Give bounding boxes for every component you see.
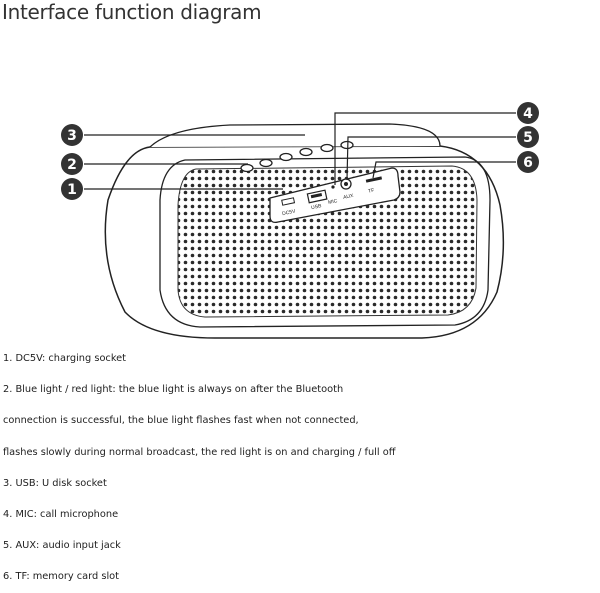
- description-line: 4. MIC: call microphone: [3, 508, 119, 520]
- top-buttons: [240, 140, 354, 173]
- description-line: 3. USB: U disk socket: [3, 477, 107, 489]
- callout-marker-1: 1: [61, 178, 83, 200]
- top-button: [320, 143, 334, 153]
- callout-marker-3: 3: [61, 124, 83, 146]
- svg-text:5: 5: [523, 130, 533, 146]
- description-line: 5. AUX: audio input jack: [3, 540, 121, 552]
- top-button: [259, 158, 273, 168]
- mic-hole: [331, 185, 335, 189]
- page-title: Interface function diagram: [2, 0, 262, 24]
- tf-slot: [365, 176, 383, 183]
- callout-marker-5: 5: [517, 126, 539, 148]
- top-button: [279, 152, 293, 162]
- svg-text:2: 2: [67, 157, 77, 173]
- top-button: [340, 140, 354, 150]
- callout-marker-2: 2: [61, 153, 83, 175]
- dc-port: [281, 197, 296, 206]
- speaker-grille: [177, 165, 478, 318]
- svg-text:4: 4: [523, 106, 533, 122]
- speaker-diagram: DC5V USB MIC AUX TF 3 2: [61, 102, 539, 339]
- svg-text:1: 1: [67, 182, 77, 198]
- speaker-body: [104, 123, 505, 339]
- callout-marker-6: 6: [517, 151, 539, 173]
- callout-marker-4: 4: [517, 102, 539, 124]
- callout-markers: 3 2 1 4 5 6: [61, 102, 539, 200]
- svg-text:6: 6: [523, 155, 533, 171]
- usb-port-label: USB: [311, 203, 323, 211]
- description-line: 1. DC5V: charging socket: [3, 353, 127, 364]
- dc-port-label: DC5V: [282, 208, 297, 217]
- description-line: 2. Blue light / red light: the blue ligh…: [3, 384, 344, 396]
- leader-lines: [84, 112, 516, 190]
- description-line: 6. TF: memory card slot: [3, 571, 120, 583]
- top-button: [299, 147, 313, 157]
- aux-label: AUX: [343, 193, 355, 201]
- mic-label: MIC: [328, 198, 339, 206]
- tf-label: TF: [368, 188, 375, 195]
- description-line: connection is successful, the blue light…: [3, 415, 359, 427]
- description-line: flashes slowly during normal broadcast, …: [3, 446, 396, 458]
- svg-text:3: 3: [67, 128, 77, 144]
- top-button: [240, 163, 254, 173]
- description-list: 1. DC5V: charging socket 2. Blue light /…: [3, 343, 600, 593]
- port-panel: DC5V USB MIC AUX TF: [269, 167, 401, 224]
